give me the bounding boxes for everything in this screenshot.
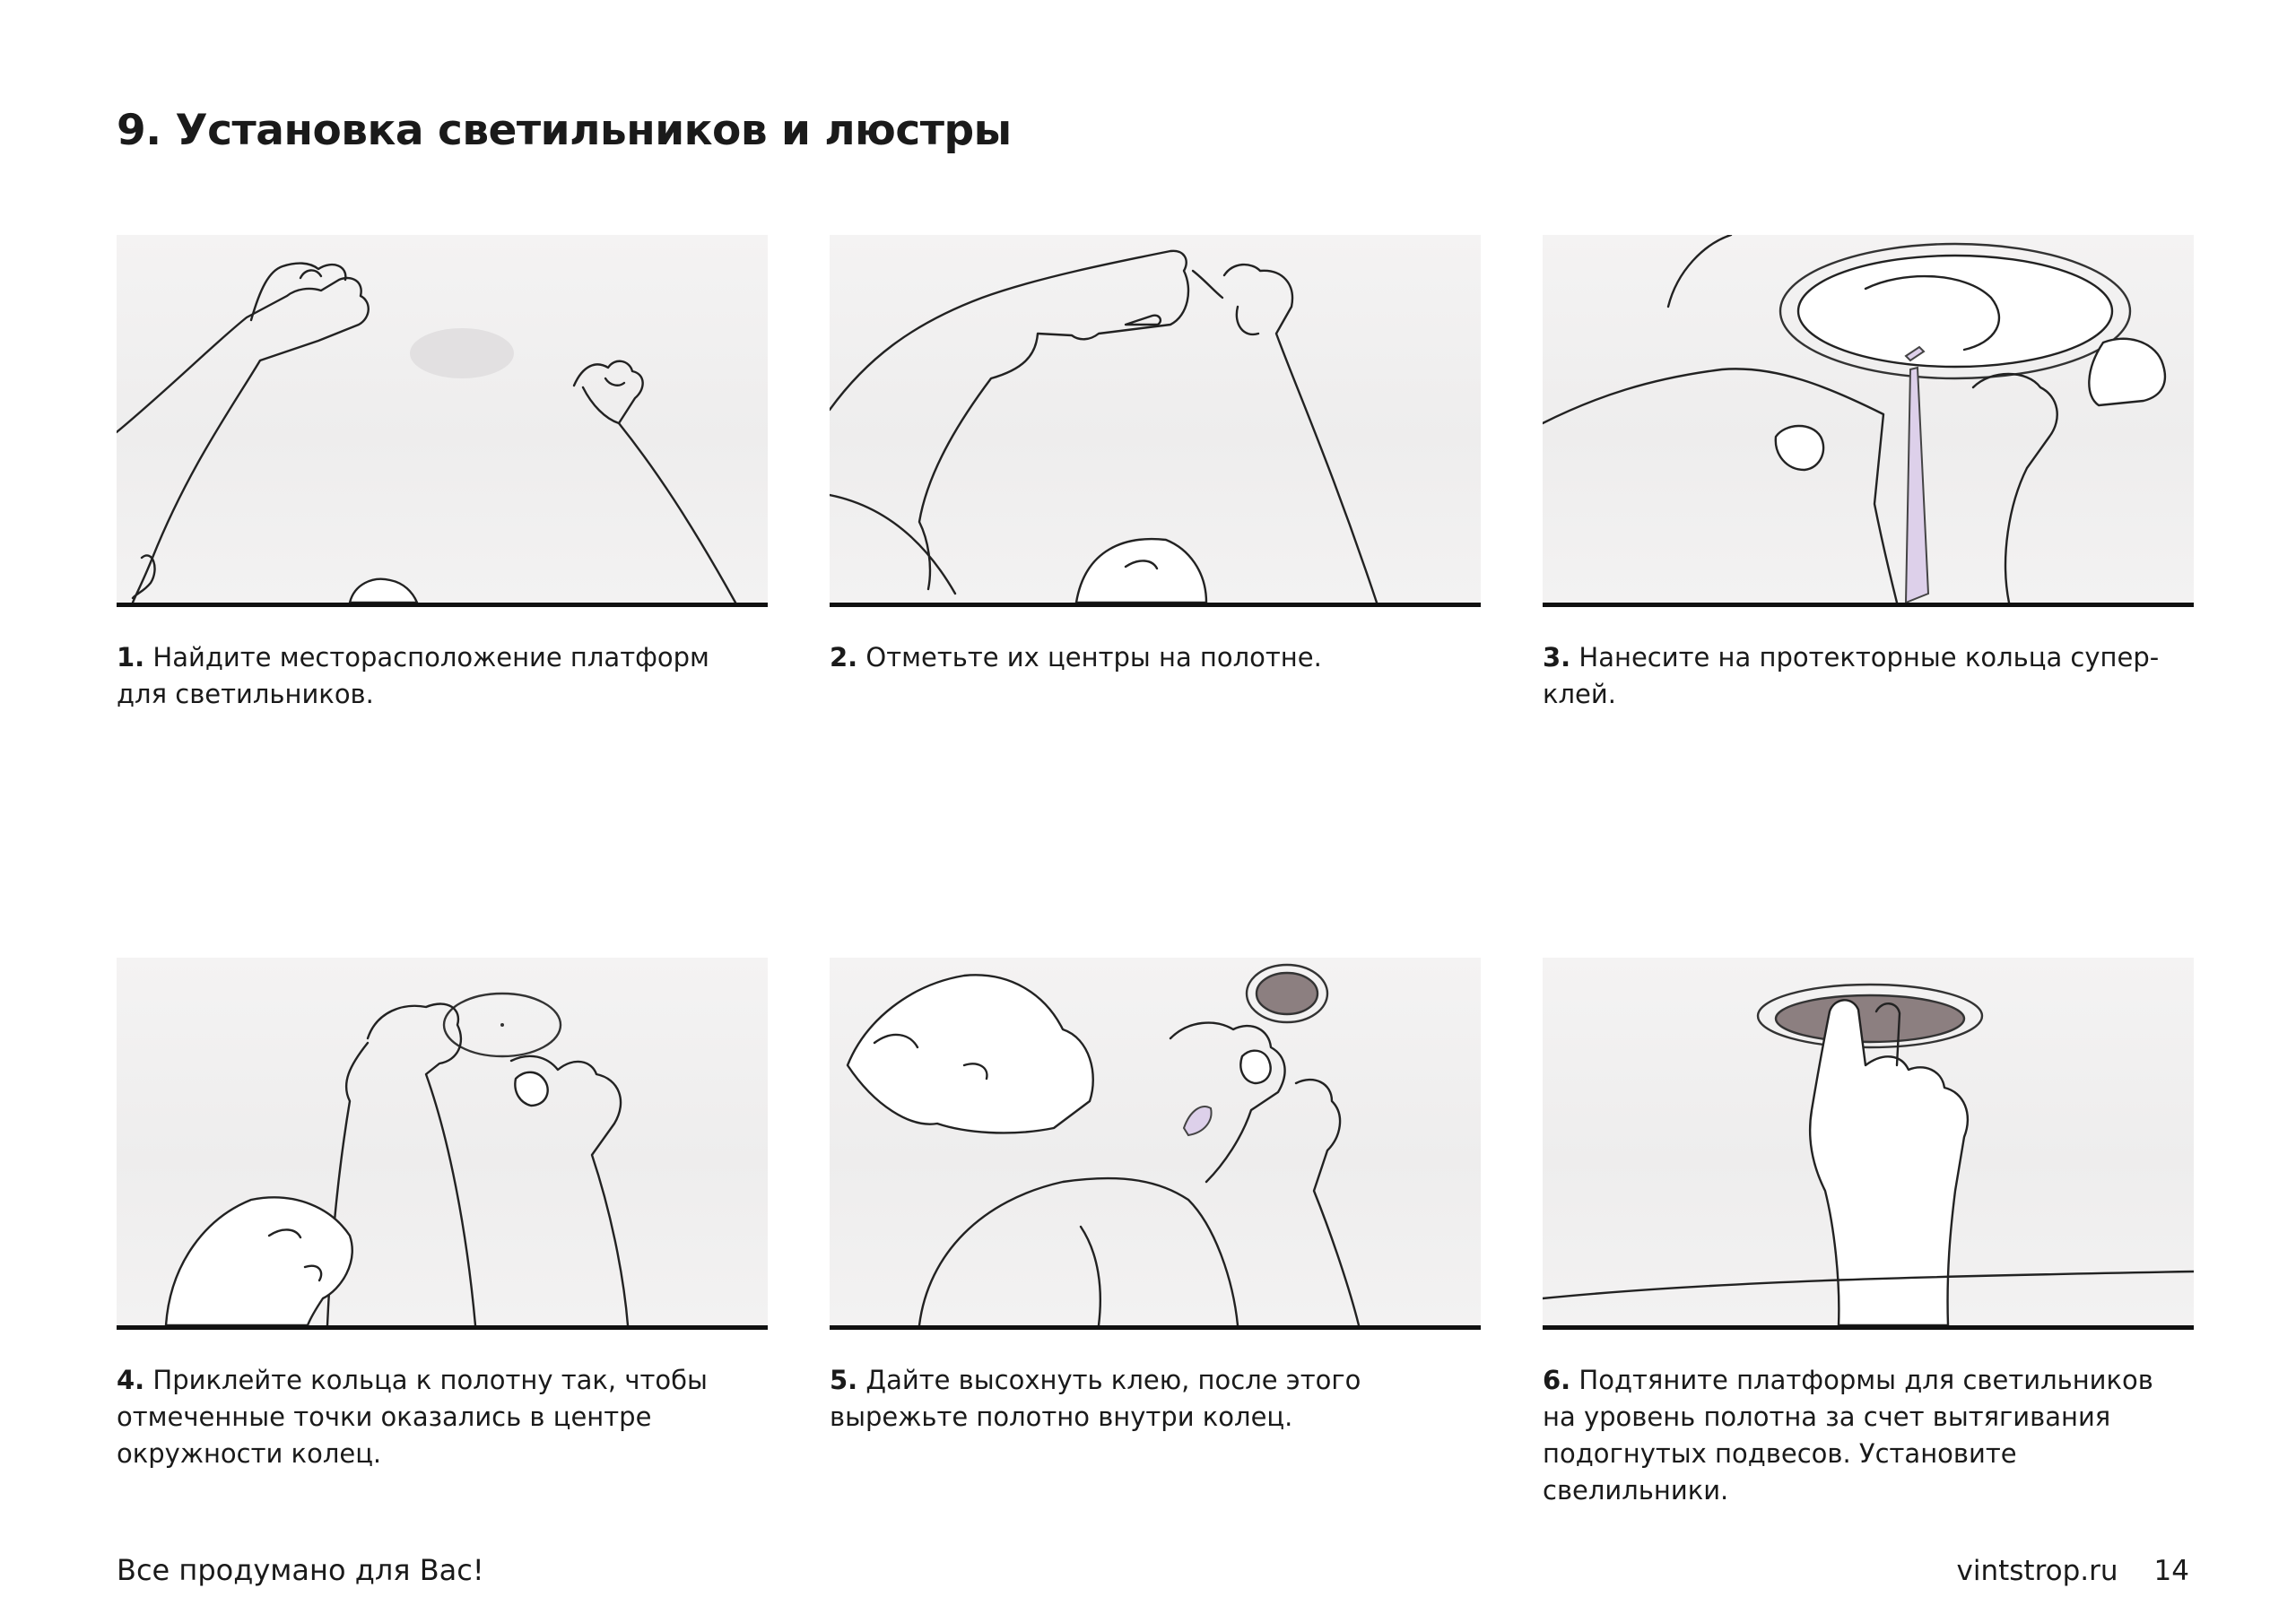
hands-pointing-ceiling-icon: [117, 235, 768, 603]
step-caption: 1. Найдите месторасположение платформ дл…: [117, 642, 709, 709]
step-5: 5. Дайте высохнуть клею, после этого выр…: [830, 958, 1481, 1436]
step-caption: 6. Подтяните платформы для светильников …: [1543, 1365, 2153, 1506]
step-4: 4. Приклейте кольца к полотну так, чтобы…: [117, 958, 768, 1472]
footer-right: vintstrop.ru 14: [1957, 1555, 2189, 1587]
sticking-ring-icon: [117, 958, 768, 1325]
applying-glue-ring-icon: [1543, 235, 2194, 603]
step-2: 2. Отметьте их центры на полотне.: [830, 235, 1481, 676]
step-divider: [1543, 1325, 2194, 1330]
step-divider: [1543, 603, 2194, 607]
page-number: 14: [2153, 1555, 2189, 1587]
step-1: 1. Найдите месторасположение платформ дл…: [117, 235, 768, 713]
step-caption: 2. Отметьте их центры на полотне.: [830, 642, 1322, 673]
step-6: 6. Подтяните платформы для светильников …: [1543, 958, 2194, 1509]
step-divider: [830, 1325, 1481, 1330]
step-divider: [830, 603, 1481, 607]
step-divider: [117, 1325, 768, 1330]
marking-center-icon: [830, 235, 1481, 603]
step-divider: [117, 603, 768, 607]
page-title: 9. Установка светильников и люстры: [117, 106, 1012, 155]
step-3: 3. Нанесите на протекторные кольца супер…: [1543, 235, 2194, 713]
pulling-platform-icon: [1543, 958, 2194, 1325]
step-caption: 3. Нанесите на протекторные кольца супер…: [1543, 642, 2160, 709]
cutting-canvas-icon: [830, 958, 1481, 1325]
footer-slogan: Все продумано для Вас!: [117, 1553, 484, 1587]
footer-site-link[interactable]: vintstrop.ru: [1956, 1555, 2118, 1587]
step-caption: 5. Дайте высохнуть клею, после этого выр…: [830, 1365, 1361, 1432]
step-caption: 4. Приклейте кольца к полотну так, чтобы…: [117, 1365, 708, 1469]
